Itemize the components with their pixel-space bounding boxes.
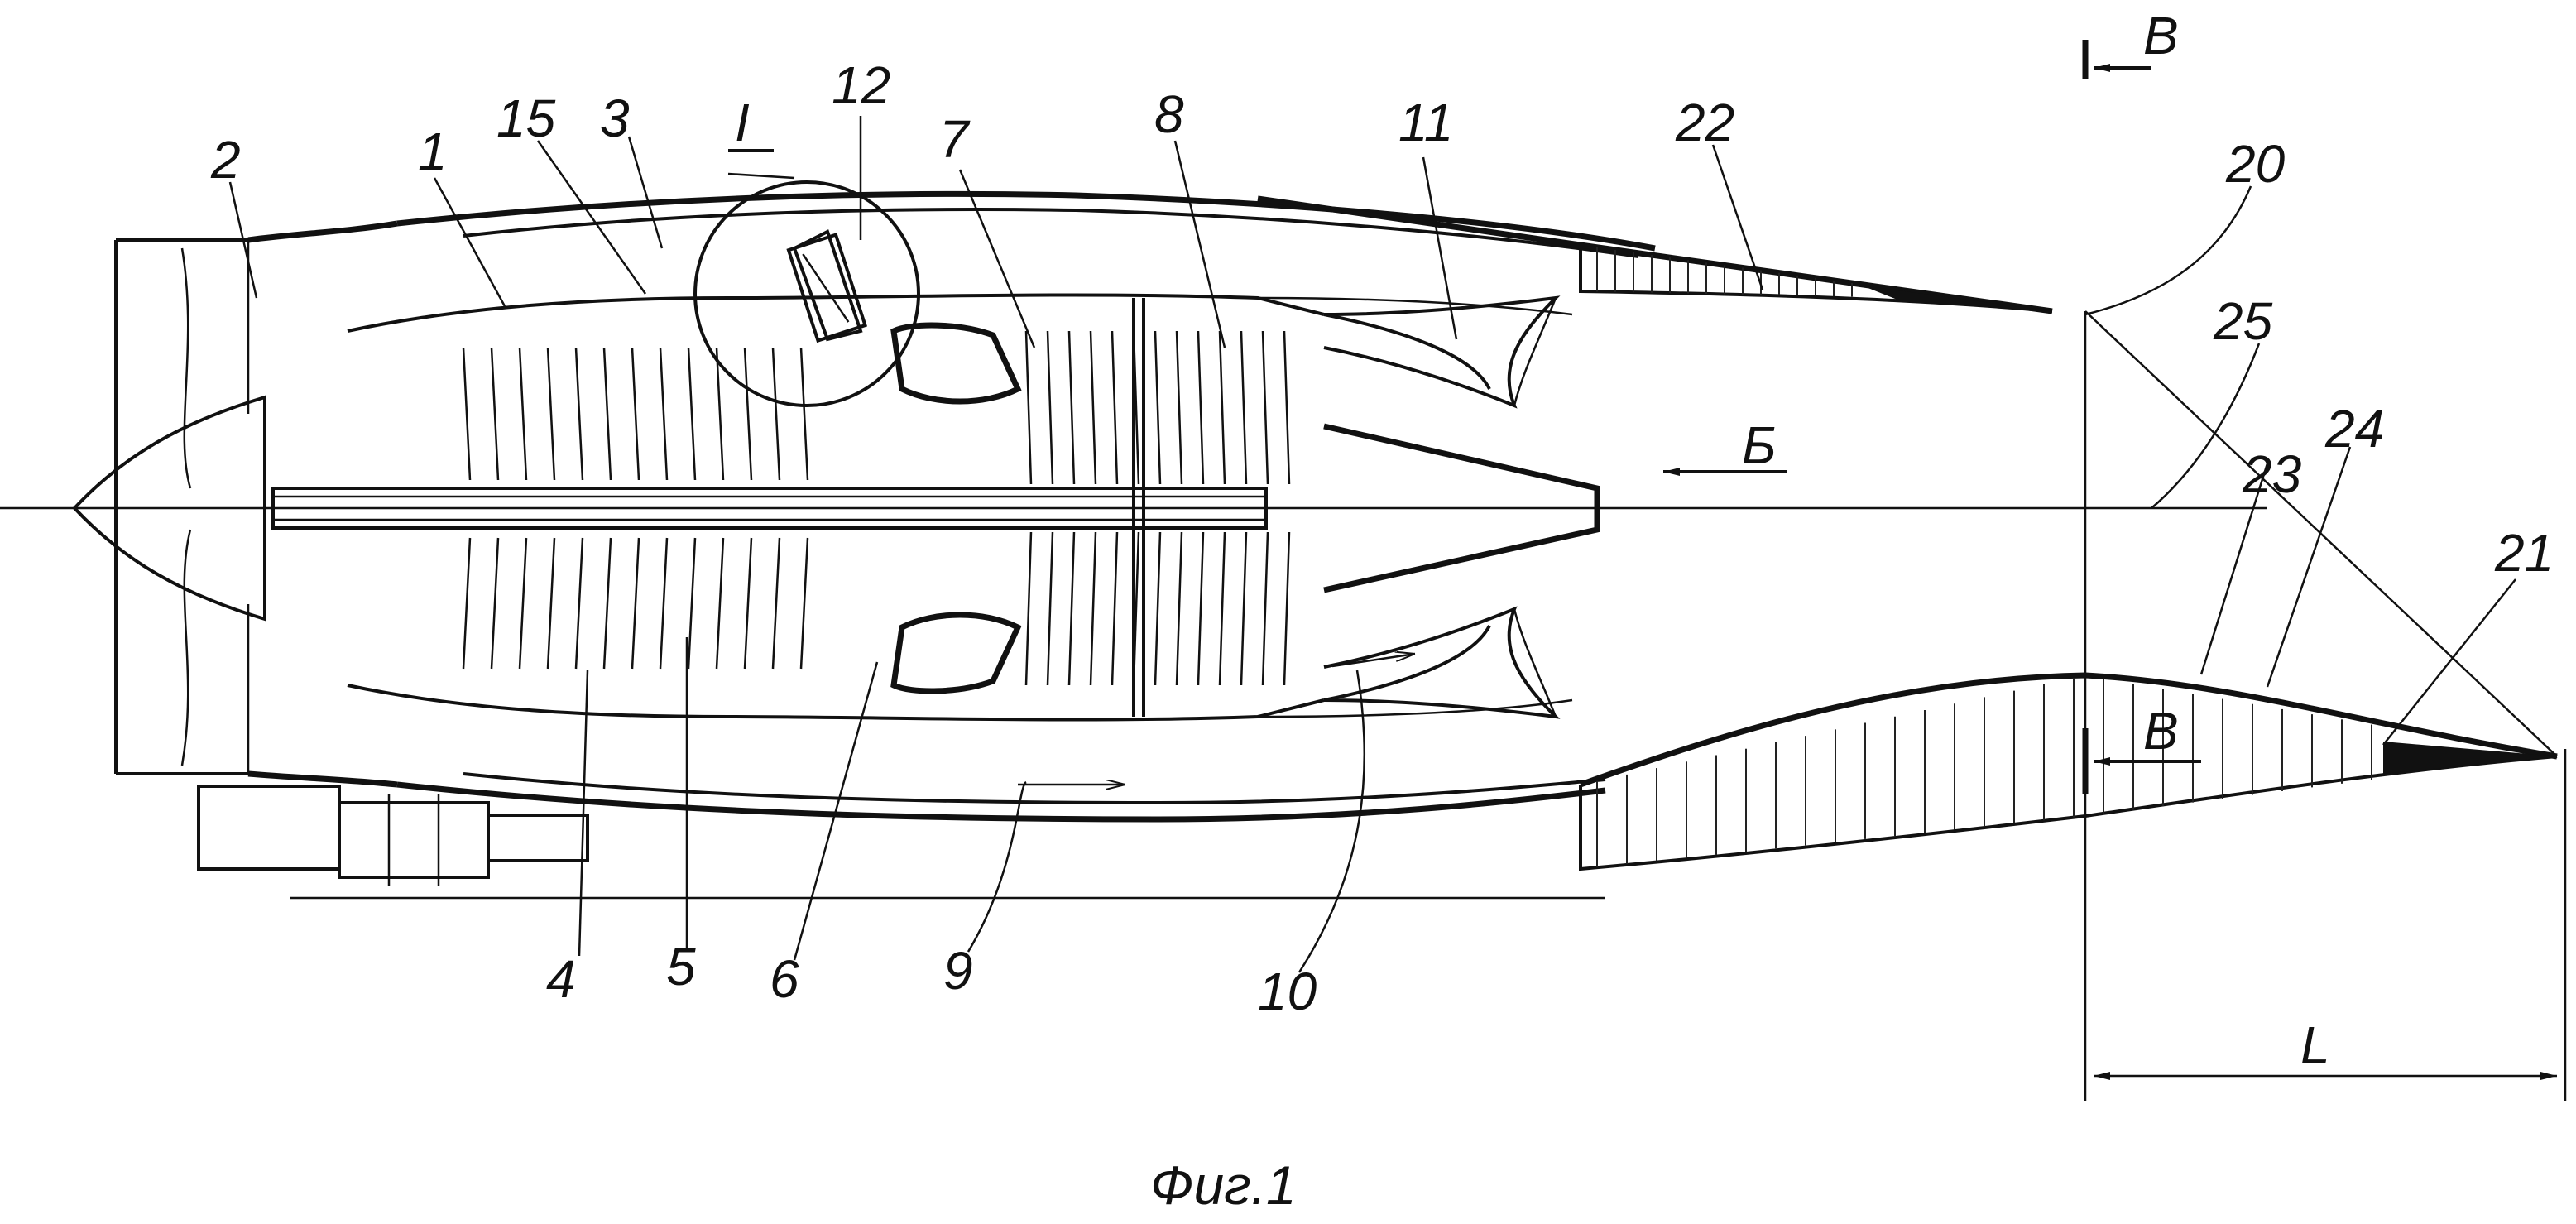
label-5: 5 xyxy=(666,937,696,996)
outer-nozzle-upper xyxy=(1257,195,2053,314)
exhaust-cone xyxy=(1323,313,1600,702)
mixer-lobe-upper xyxy=(1323,295,1561,409)
accessory-gearbox xyxy=(197,785,589,886)
compressor-stages xyxy=(462,347,809,670)
leader-lines xyxy=(228,116,2516,973)
label-flow-b: Б xyxy=(1742,415,1777,475)
flow-arrows xyxy=(1018,40,2201,794)
outer-nozzle-lower xyxy=(1579,672,2558,871)
label-2: 2 xyxy=(210,130,241,190)
label-8: 8 xyxy=(1154,84,1184,144)
label-15: 15 xyxy=(496,89,556,148)
label-4: 4 xyxy=(546,949,576,1009)
spinner-cone xyxy=(72,395,266,622)
label-detail-i: I xyxy=(735,93,750,152)
label-dim-l: L xyxy=(2300,1015,2330,1075)
label-9: 9 xyxy=(943,941,973,1001)
label-view-b-section: В xyxy=(2143,701,2179,761)
label-24: 24 xyxy=(2324,399,2384,458)
label-11: 11 xyxy=(1398,93,1453,152)
item-12-stack xyxy=(786,233,868,343)
label-6: 6 xyxy=(770,949,799,1009)
figure-caption: Фиг.1 xyxy=(1150,1154,1297,1216)
turbine-stages xyxy=(1024,298,1291,717)
label-10: 10 xyxy=(1258,962,1317,1021)
combustor xyxy=(792,229,1022,694)
label-21: 21 xyxy=(2494,523,2554,583)
engine-shaft xyxy=(271,487,1268,530)
label-7: 7 xyxy=(939,109,971,169)
mixer-lobe-lower xyxy=(1323,606,1561,719)
label-3: 3 xyxy=(600,89,630,148)
detail-i-circle xyxy=(693,149,920,407)
label-12: 12 xyxy=(832,55,890,115)
label-view-b-top: В xyxy=(2143,6,2179,65)
label-22: 22 xyxy=(1675,93,1734,152)
fan-inlet xyxy=(114,220,398,788)
label-1: 1 xyxy=(418,122,448,181)
label-20: 20 xyxy=(2225,134,2286,194)
label-25: 25 xyxy=(2213,291,2273,351)
label-23: 23 xyxy=(2242,444,2302,504)
